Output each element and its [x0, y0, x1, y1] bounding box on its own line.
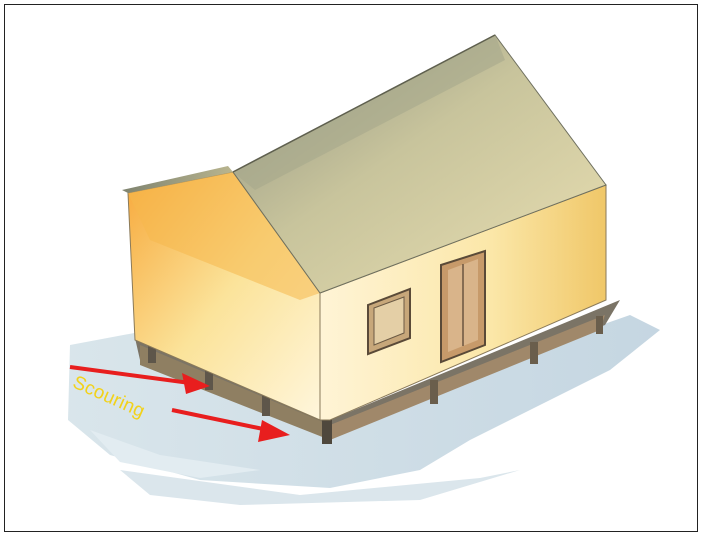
door: [441, 251, 485, 362]
